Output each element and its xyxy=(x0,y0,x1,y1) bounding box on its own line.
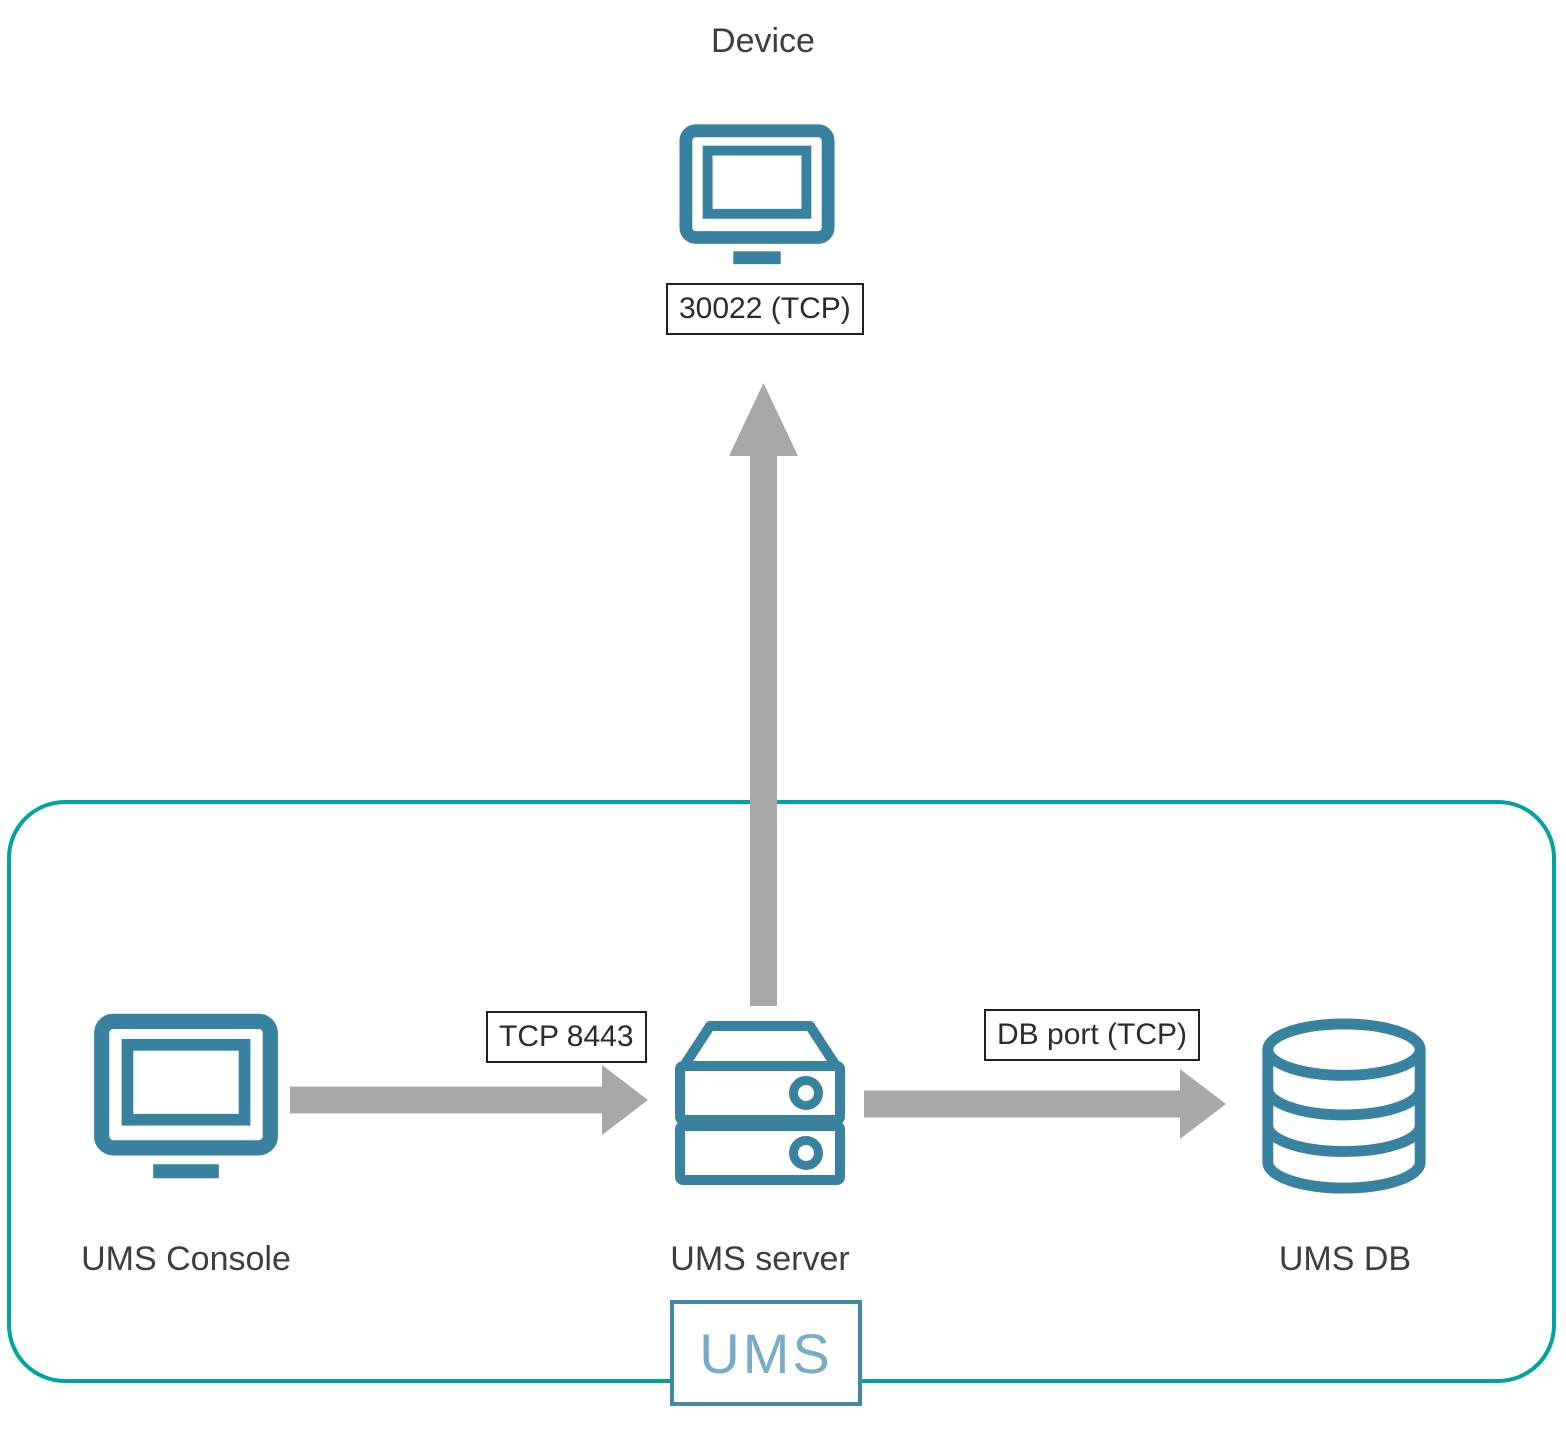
ums-console-node-label: UMS Console xyxy=(81,1240,291,1278)
server-knob-top xyxy=(789,1076,823,1110)
ums-console-monitor-icon xyxy=(94,1013,278,1179)
monitor-stand xyxy=(733,251,781,265)
device-port-label: 30022 (TCP) xyxy=(666,283,864,335)
server-db-port-label: DB port (TCP) xyxy=(984,1009,1201,1061)
device-node-label: Device xyxy=(711,22,815,60)
device-monitor-icon xyxy=(679,124,835,265)
console-server-port-label: TCP 8443 xyxy=(486,1011,647,1063)
monitor-frame xyxy=(679,124,835,244)
db-band-1 xyxy=(1262,1083,1426,1121)
server-lid xyxy=(679,1021,841,1069)
db-body xyxy=(1262,1044,1426,1194)
server-drawer-bottom xyxy=(675,1121,845,1185)
db-band-2 xyxy=(1262,1120,1426,1157)
monitor-screen xyxy=(121,1038,251,1126)
monitor-frame xyxy=(94,1013,278,1156)
server-drawer-top xyxy=(675,1061,845,1125)
ums-db-database-icon xyxy=(1262,1018,1426,1194)
monitor-screen xyxy=(702,145,812,219)
ums-server-icon xyxy=(675,1021,845,1185)
server-knob-bottom xyxy=(789,1136,823,1170)
ums-boundary-badge: UMS xyxy=(670,1300,862,1406)
ums-server-node-label: UMS server xyxy=(670,1240,850,1278)
db-top-ellipse xyxy=(1262,1018,1426,1081)
ums-db-node-label: UMS DB xyxy=(1278,1240,1412,1278)
monitor-stand xyxy=(153,1164,219,1179)
